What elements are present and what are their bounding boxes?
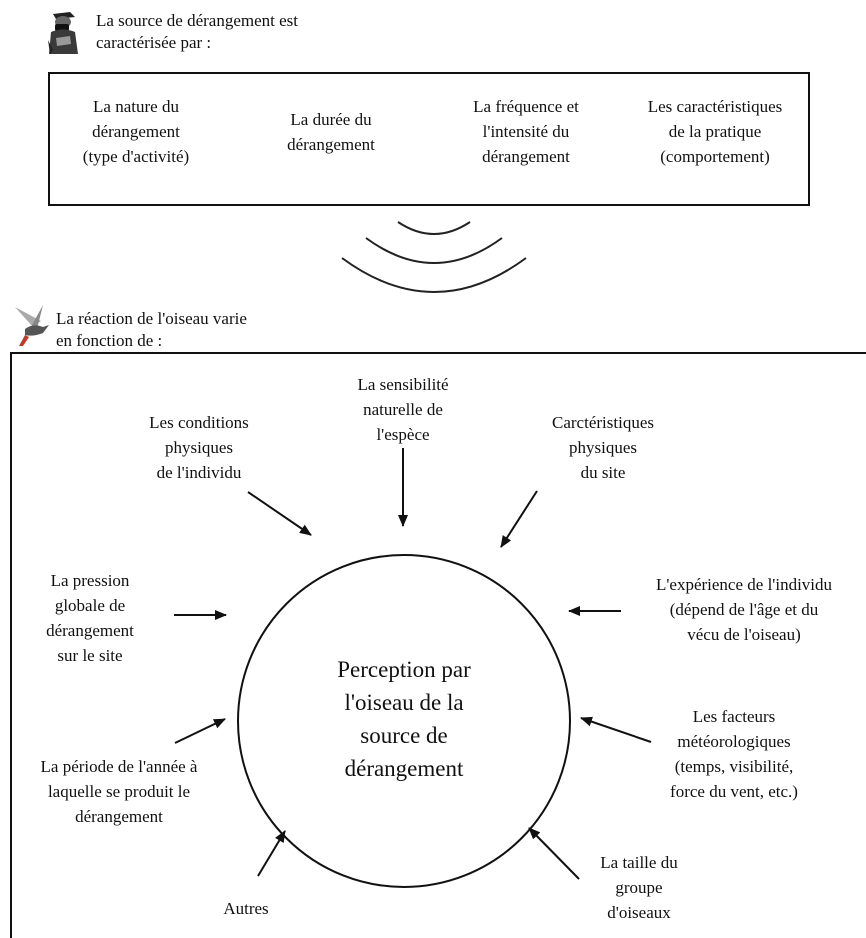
wave-arc-small <box>397 221 471 235</box>
perception-circle <box>237 554 571 888</box>
bird-icon <box>12 304 50 348</box>
disturbance-waves <box>341 221 527 293</box>
arrow-periode <box>174 718 226 744</box>
source-item-pratique: Les caractéristiques de la pratique (com… <box>647 97 783 166</box>
factor-periode: La période de l'année à laquelle se prod… <box>40 757 198 826</box>
source-item-nature: La nature du dérangement (type d'activit… <box>82 97 190 166</box>
reaction-header: La réaction de l'oiseau varie en fonctio… <box>56 309 247 350</box>
source-characteristics-box <box>48 72 810 206</box>
factor-experience: L'expérience de l'individu (dépend de l'… <box>655 575 833 644</box>
factor-sensibilite: La sensibilité naturelle de l'espèce <box>357 375 449 444</box>
factor-site: Carctéristiques physiques du site <box>552 413 654 482</box>
perception-label: Perception par l'oiseau de la source de … <box>337 657 471 781</box>
arrow-conditions <box>247 491 312 536</box>
arrow-autres <box>257 830 286 877</box>
arrow-site <box>500 490 538 548</box>
factor-autres: Autres <box>223 899 269 918</box>
factor-pression: La pression globale de dérangement sur l… <box>46 571 134 665</box>
source-item-duree: La durée du dérangement <box>287 110 375 154</box>
wave-arc-large <box>341 257 527 293</box>
factor-taille: La taille du groupe d'oiseaux <box>600 853 678 922</box>
arrow-meteo <box>580 716 652 743</box>
reaction-factors-box <box>10 352 866 938</box>
source-header: La source de dérangement est caractérisé… <box>96 11 299 52</box>
factor-meteo: Les facteurs météorologiques (temps, vis… <box>670 707 798 801</box>
source-item-frequence: La fréquence et l'intensité du dérangeme… <box>473 97 579 166</box>
wave-arc-medium <box>365 237 503 264</box>
person-binoculars-icon <box>44 10 86 56</box>
factor-conditions: Les conditions physiques de l'individu <box>149 413 249 482</box>
arrow-taille <box>528 827 580 880</box>
